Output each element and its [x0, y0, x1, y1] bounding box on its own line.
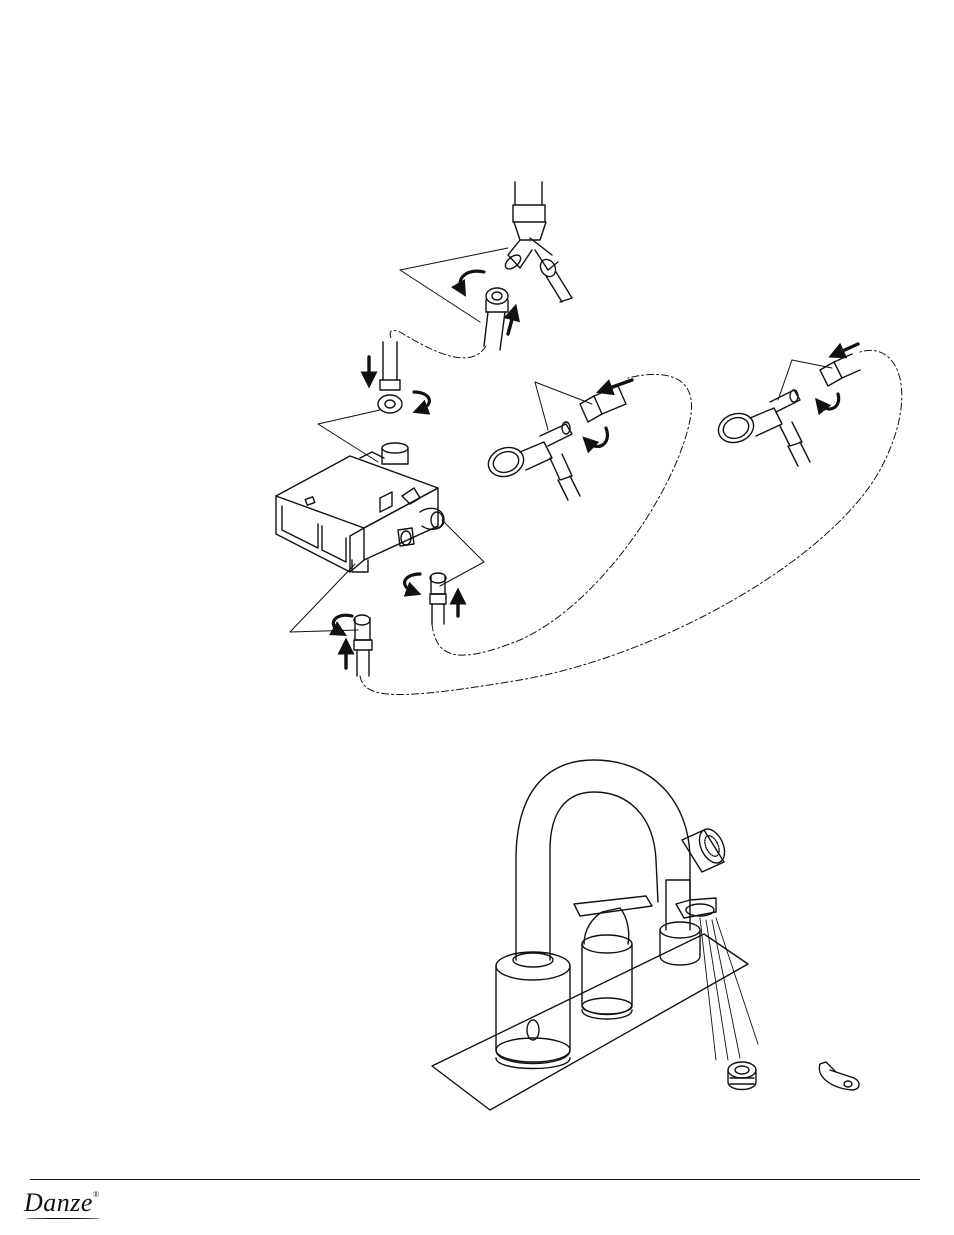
logo-underline [26, 1218, 100, 1219]
faucet-assembly-diagram [432, 760, 859, 1110]
supply-hose-icon [580, 386, 626, 422]
leader-line [318, 410, 380, 424]
shutoff-valve-icon [484, 422, 580, 500]
brand-name: Danze [24, 1188, 93, 1217]
supply-hose-icon [820, 354, 860, 386]
shutoff-valve-icon [714, 390, 810, 466]
leader-line [442, 520, 484, 562]
deck-plate-icon [432, 934, 748, 1110]
faucet-icon [496, 760, 716, 1069]
aerator-icon [728, 1062, 756, 1090]
hose-route-line [390, 330, 486, 357]
water-stream-icon [700, 918, 758, 1060]
leader-line [535, 382, 592, 404]
supply-hose-icon [354, 615, 372, 676]
leader-line [440, 562, 484, 586]
rotation-arrow-icon [588, 428, 607, 446]
direction-arrow-icon [604, 380, 632, 390]
brand-registered-mark: ® [93, 1190, 100, 1199]
leader-line [400, 248, 508, 270]
supply-hose-icon [484, 288, 508, 350]
supply-connection-diagram [276, 182, 902, 695]
control-box-icon [276, 443, 444, 572]
rotation-arrow-icon [405, 574, 420, 592]
hose-route-line [360, 350, 902, 694]
hose-route-line [432, 374, 692, 655]
spout-hose-tee-icon [503, 182, 572, 302]
direction-arrow-icon [836, 344, 858, 354]
rotation-arrow-icon [333, 615, 352, 632]
leader-line [290, 630, 358, 632]
direction-arrow-icon [508, 312, 514, 334]
aerator-key-icon [819, 1062, 859, 1090]
leader-line [400, 270, 480, 322]
rotation-arrow-icon [460, 271, 484, 290]
supply-hose-icon [378, 342, 402, 413]
leader-line [535, 382, 548, 430]
supply-hose-icon [430, 573, 446, 624]
leader-line [290, 564, 355, 632]
footer-rule [30, 1179, 920, 1180]
rotation-arrow-icon [414, 392, 429, 410]
brand-logo: Danze® [24, 1188, 100, 1218]
rotation-arrow-icon [820, 394, 839, 409]
faucet-handle-icon [574, 896, 652, 1019]
